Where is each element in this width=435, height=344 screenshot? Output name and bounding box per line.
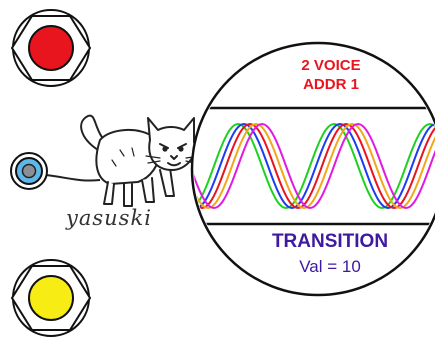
waveform-trace (194, 122, 435, 210)
input-jack[interactable] (9, 149, 49, 193)
value-readout: Val = 10 (299, 257, 361, 276)
top-button-cap (28, 25, 74, 71)
waveform-trace (194, 122, 435, 210)
brand-logo: yasuski (66, 206, 152, 230)
bottom-button-cap (28, 275, 74, 321)
bottom-button[interactable] (8, 258, 94, 338)
top-button[interactable] (8, 8, 94, 88)
address-label: ADDR 1 (303, 76, 359, 93)
cable-line (45, 174, 101, 182)
jack-hole-icon (21, 163, 37, 179)
waveform-trace (194, 122, 435, 210)
waveform-display (194, 122, 435, 210)
cat-icon (80, 114, 201, 207)
waveform-trace (194, 122, 435, 210)
waveform-trace (194, 122, 435, 210)
mode-label: TRANSITION (271, 231, 389, 252)
voice-count-label: 2 VOICE (301, 57, 361, 74)
display-circle (190, 41, 435, 297)
